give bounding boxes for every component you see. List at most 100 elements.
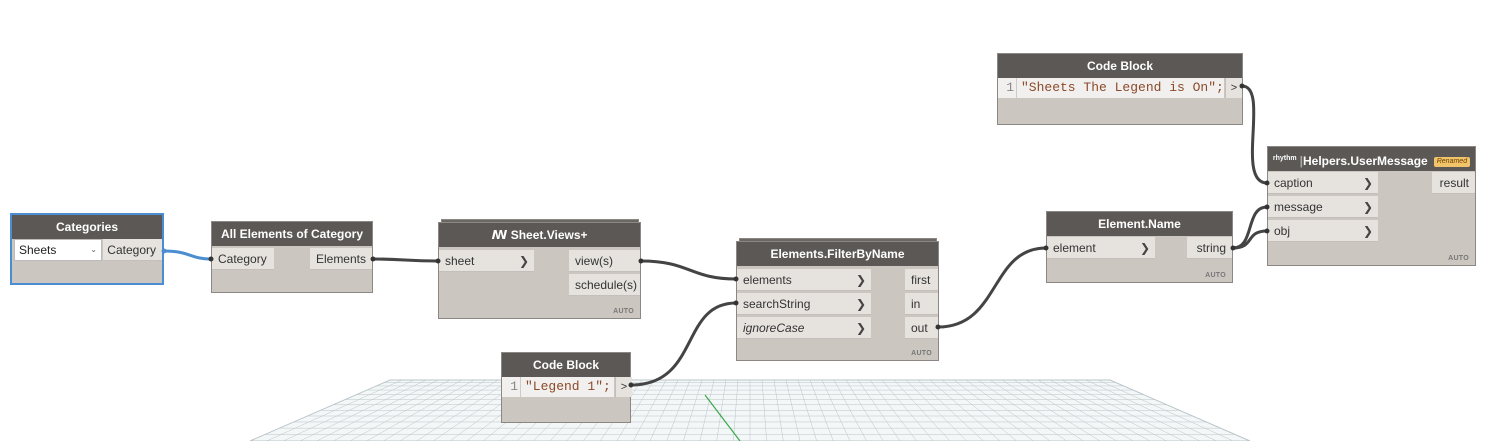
- grid-line: [797, 379, 817, 441]
- output-port-first[interactable]: first: [905, 269, 938, 291]
- grid-axis-line: [704, 394, 741, 441]
- grid-line: [869, 379, 917, 441]
- grid-line: [283, 379, 415, 441]
- grid-line: [733, 379, 739, 441]
- lacing-label: AUTO: [1205, 272, 1226, 279]
- grid-line: [809, 379, 834, 441]
- grid-line: [266, 379, 403, 441]
- grid-line: [1037, 379, 1151, 441]
- all-elements-node[interactable]: All Elements of Category Category Elemen…: [211, 221, 373, 293]
- grid-line: [683, 379, 703, 441]
- wire-string-to-message[interactable]: [1232, 205, 1268, 250]
- output-port-string[interactable]: string: [1187, 237, 1232, 259]
- chevron-right-icon: ❯: [1362, 224, 1373, 238]
- grid-line: [977, 379, 1067, 441]
- lacing-label: AUTO: [911, 350, 932, 357]
- code-block-legend-node[interactable]: Code Block 1"Legend 1"; >: [501, 352, 632, 423]
- grid-line: [1013, 379, 1117, 441]
- grid-line: [833, 379, 867, 441]
- chevron-right-icon: ❯: [855, 321, 866, 335]
- chevron-right-icon: ❯: [1139, 241, 1150, 255]
- output-port-out[interactable]: out: [905, 317, 938, 339]
- categories-node[interactable]: Categories Sheets ⌄ Category: [10, 213, 164, 285]
- dropdown-value: Sheets: [19, 243, 57, 257]
- grid-line: [1061, 379, 1184, 441]
- grid-line: [299, 379, 427, 441]
- grid-line: [857, 379, 901, 441]
- grid-line: [716, 379, 727, 441]
- chevron-right-icon: ❯: [855, 273, 866, 287]
- wire-legend-to-searchstring[interactable]: [630, 301, 737, 387]
- wire-elements-to-sheet[interactable]: [372, 257, 439, 263]
- grid-line: [383, 379, 487, 441]
- sheet-views-node[interactable]: ꟿ Sheet.Views+ sheet ❯ view(s) schedule(…: [438, 222, 641, 319]
- chevron-right-icon: ❯: [518, 254, 529, 268]
- grid-line: [366, 379, 475, 441]
- input-port-category[interactable]: Category: [212, 248, 274, 270]
- node-title: Code Block: [998, 54, 1242, 78]
- grid-line: [399, 379, 499, 441]
- category-dropdown[interactable]: Sheets ⌄: [14, 239, 102, 261]
- wire-out-to-element[interactable]: [937, 246, 1047, 329]
- grid-line: [905, 379, 967, 441]
- node-title-text: Helpers.UserMessage: [1303, 154, 1428, 168]
- grid-line: [1073, 379, 1201, 441]
- output-port-in[interactable]: in: [905, 293, 938, 315]
- grid-line: [666, 379, 691, 441]
- lacing-label: AUTO: [613, 308, 634, 315]
- code-editor[interactable]: 1"Sheets The Legend is On";: [998, 78, 1224, 98]
- code-editor[interactable]: 1"Legend 1";: [502, 377, 614, 397]
- code-block-sheets-node[interactable]: Code Block 1"Sheets The Legend is On"; >: [997, 53, 1243, 125]
- grid-line: [785, 379, 801, 441]
- input-port-element[interactable]: element ❯: [1047, 237, 1155, 259]
- grid-line: [1001, 379, 1101, 441]
- grid-line: [633, 379, 667, 441]
- grid-line: [989, 379, 1084, 441]
- filter-by-name-node[interactable]: Elements.FilterByName elements ❯ searchS…: [736, 241, 939, 361]
- grid-line: [416, 379, 511, 441]
- node-title: All Elements of Category: [212, 222, 372, 246]
- grid-line: [699, 379, 715, 441]
- grid-line: [821, 379, 851, 441]
- element-name-node[interactable]: Element.Name element ❯ string AUTO: [1046, 211, 1233, 283]
- wire-code-to-caption[interactable]: [1241, 84, 1268, 185]
- input-port-obj[interactable]: obj ❯: [1268, 220, 1378, 242]
- lacing-label: AUTO: [1448, 255, 1469, 262]
- chevron-right-icon: ❯: [1362, 176, 1373, 190]
- chevron-right-icon: ❯: [1362, 200, 1373, 214]
- grid-line: [1097, 379, 1234, 441]
- node-title: Element.Name: [1047, 212, 1232, 236]
- output-port[interactable]: >: [1225, 78, 1242, 98]
- grid-line: [965, 379, 1051, 441]
- grid-line: [941, 379, 1017, 441]
- input-port-searchstring[interactable]: searchString ❯: [737, 293, 871, 315]
- output-port-views[interactable]: view(s): [569, 250, 640, 272]
- grid-line: [929, 379, 1001, 441]
- input-port-ignorecase[interactable]: ignoreCase ❯: [737, 317, 871, 339]
- input-port-sheet[interactable]: sheet ❯: [439, 250, 534, 272]
- input-port-elements[interactable]: elements ❯: [737, 269, 871, 291]
- output-port-result[interactable]: result: [1432, 172, 1475, 194]
- wire-categories-to-all-elements[interactable]: [163, 249, 212, 261]
- wire-views-to-elements[interactable]: [640, 259, 737, 281]
- grid-line: [845, 379, 884, 441]
- node-title: Categories: [12, 215, 162, 239]
- input-port-caption[interactable]: caption ❯: [1268, 172, 1378, 194]
- grid-line: [649, 379, 679, 441]
- output-port-category[interactable]: Category: [103, 239, 162, 261]
- node-title: Elements.FilterByName: [737, 242, 938, 266]
- grid-plane: [249, 379, 1251, 441]
- output-port[interactable]: >: [615, 377, 632, 397]
- grid-line: [1049, 379, 1167, 441]
- grid-line: [953, 379, 1034, 441]
- output-port-elements[interactable]: Elements: [310, 248, 372, 270]
- output-port-schedules[interactable]: schedule(s): [569, 274, 640, 296]
- node-title: ꟿ Sheet.Views+: [439, 223, 640, 247]
- input-port-message[interactable]: message ❯: [1268, 196, 1378, 218]
- renamed-badge: Renamed: [1433, 156, 1471, 167]
- rhythm-logo: rhythm: [1272, 155, 1297, 162]
- wire-string-to-obj[interactable]: [1232, 229, 1268, 250]
